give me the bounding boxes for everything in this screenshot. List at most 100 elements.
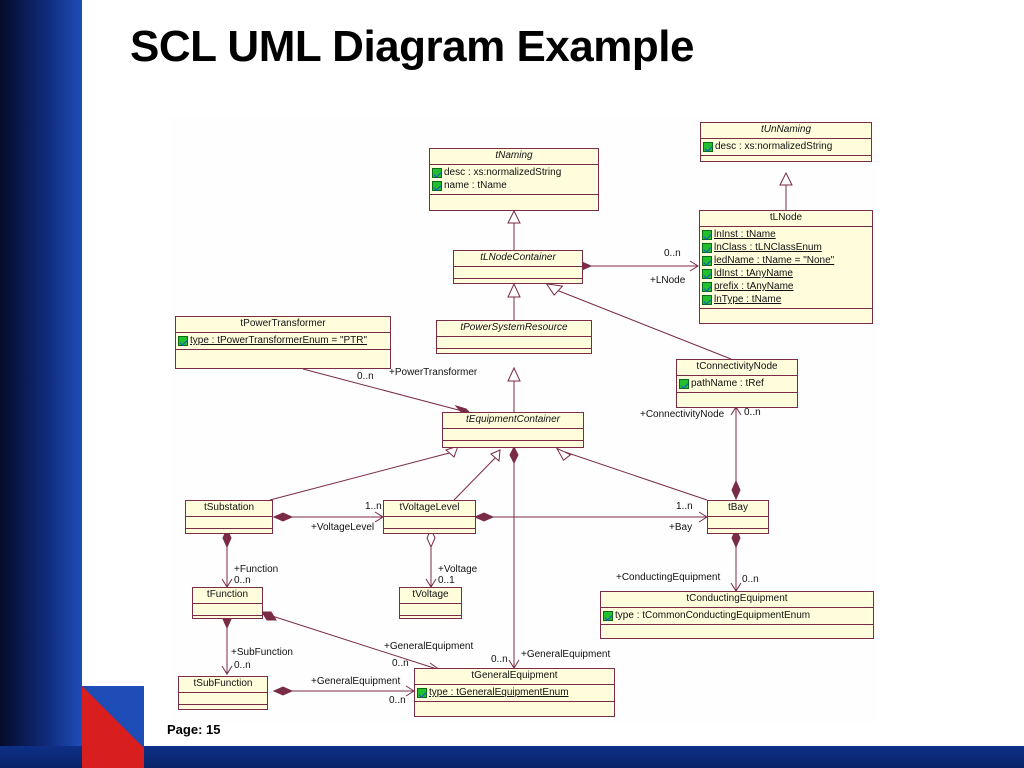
class-tlnode: tLNode lnInst : tName lnClass : tLNClass… bbox=[699, 210, 873, 324]
class-name: tVoltageLevel bbox=[384, 501, 475, 517]
attribute: ldInst : tAnyName bbox=[702, 267, 870, 280]
role-label: +GeneralEquipment bbox=[311, 676, 401, 687]
page-number: Page: 15 bbox=[167, 722, 221, 737]
attribute: name : tName bbox=[432, 179, 596, 192]
class-attributes bbox=[193, 604, 262, 616]
class-tconnectivitynode: tConnectivityNode pathName : tRef bbox=[676, 359, 798, 408]
multiplicity-label: 0..1 bbox=[438, 575, 455, 586]
class-attributes bbox=[437, 337, 591, 349]
class-tlnodecontainer: tLNodeContainer bbox=[453, 250, 583, 284]
class-operations bbox=[601, 625, 873, 631]
role-label: +VoltageLevel bbox=[311, 522, 375, 533]
class-operations bbox=[454, 279, 582, 285]
role-label: +SubFunction bbox=[231, 647, 293, 658]
class-attributes bbox=[443, 429, 583, 441]
class-tunnaming: tUnNaming desc : xs:normalizedString bbox=[700, 122, 872, 162]
assoc-ge1 bbox=[268, 614, 441, 671]
attribute-icon bbox=[679, 378, 689, 389]
class-tpowertransformer: tPowerTransformer type : tPowerTransform… bbox=[175, 316, 391, 369]
logo-area bbox=[843, 0, 1013, 76]
multiplicity-label: 0..n bbox=[389, 695, 406, 706]
attribute: ledName : tName = "None" bbox=[702, 254, 870, 267]
class-name: tGeneralEquipment bbox=[415, 669, 614, 685]
class-operations bbox=[708, 529, 768, 535]
attribute-icon bbox=[603, 610, 613, 621]
attribute: type : tCommonConductingEquipmentEnum bbox=[603, 609, 871, 622]
class-operations bbox=[437, 349, 591, 355]
class-operations bbox=[176, 350, 390, 356]
attribute: desc : xs:normalizedString bbox=[703, 140, 869, 153]
class-operations bbox=[400, 616, 461, 622]
class-operations bbox=[700, 309, 872, 315]
role-label: +Voltage bbox=[438, 564, 478, 575]
class-name: tUnNaming bbox=[701, 123, 871, 139]
class-attributes: type : tGeneralEquipmentEnum bbox=[415, 685, 614, 702]
role-label: +LNode bbox=[650, 275, 686, 286]
role-label: +GeneralEquipment bbox=[521, 649, 611, 660]
gen-cn-lnodecontainer bbox=[553, 288, 732, 360]
class-tfunction: tFunction bbox=[192, 587, 263, 619]
class-operations bbox=[193, 616, 262, 622]
class-name: tVoltage bbox=[400, 588, 461, 604]
multiplicity-label: 0..n bbox=[234, 575, 251, 586]
class-tnaming: tNaming desc : xs:normalizedString name … bbox=[429, 148, 599, 211]
attribute: pathName : tRef bbox=[679, 377, 795, 390]
class-operations bbox=[677, 393, 797, 399]
role-label: +Bay bbox=[669, 522, 693, 533]
class-tconductingequipment: tConductingEquipment type : tCommonCondu… bbox=[600, 591, 874, 639]
class-attributes bbox=[186, 517, 272, 529]
class-attributes bbox=[384, 517, 475, 529]
multiplicity-label: 0..n bbox=[491, 654, 508, 665]
class-operations bbox=[186, 529, 272, 535]
left-decorative-band bbox=[0, 0, 82, 768]
class-tbay: tBay bbox=[707, 500, 769, 534]
class-tsubstation: tSubstation bbox=[185, 500, 273, 534]
attribute: prefix : tAnyName bbox=[702, 280, 870, 293]
attribute-icon bbox=[703, 141, 713, 152]
multiplicity-label: 0..n bbox=[742, 574, 759, 585]
class-tsubfunction: tSubFunction bbox=[178, 676, 268, 710]
assoc-pt bbox=[302, 368, 467, 413]
attribute-icon bbox=[702, 294, 712, 305]
attribute: lnType : tName bbox=[702, 293, 870, 306]
class-tequipmentcontainer: tEquipmentContainer bbox=[442, 412, 584, 448]
role-label: +ConnectivityNode bbox=[640, 409, 725, 420]
role-label: +PowerTransformer bbox=[389, 367, 478, 378]
class-tpowersystemresource: tPowerSystemResource bbox=[436, 320, 592, 354]
role-label: +Function bbox=[234, 564, 279, 575]
role-label: +GeneralEquipment bbox=[384, 641, 474, 652]
attribute: desc : xs:normalizedString bbox=[432, 166, 596, 179]
gen-vl-eqc bbox=[453, 455, 498, 501]
class-tgeneralequipment: tGeneralEquipment type : tGeneralEquipme… bbox=[414, 668, 615, 717]
multiplicity-label: 0..n bbox=[357, 371, 374, 382]
class-name: tPowerSystemResource bbox=[437, 321, 591, 337]
class-operations bbox=[179, 705, 267, 711]
multiplicity-label: 0..n bbox=[664, 248, 681, 259]
class-name: tEquipmentContainer bbox=[443, 413, 583, 429]
attribute: type : tPowerTransformerEnum = "PTR" bbox=[178, 334, 388, 347]
class-name: tFunction bbox=[193, 588, 262, 604]
attribute-icon bbox=[702, 242, 712, 253]
attribute: lnClass : tLNClassEnum bbox=[702, 241, 870, 254]
attribute-icon bbox=[432, 167, 442, 178]
class-attributes bbox=[708, 517, 768, 529]
gen-bay-eqc bbox=[564, 451, 708, 501]
class-operations bbox=[384, 529, 475, 535]
class-name: tSubstation bbox=[186, 501, 272, 517]
gen-sub-eqc bbox=[269, 451, 454, 501]
class-attributes bbox=[400, 604, 461, 616]
attribute: type : tGeneralEquipmentEnum bbox=[417, 686, 612, 699]
attribute-icon bbox=[702, 229, 712, 240]
multiplicity-label: 1..n bbox=[365, 501, 382, 512]
class-operations bbox=[430, 195, 598, 201]
attribute: lnInst : tName bbox=[702, 228, 870, 241]
attribute-icon bbox=[702, 255, 712, 266]
role-label: +ConductingEquipment bbox=[616, 572, 721, 583]
class-attributes bbox=[179, 693, 267, 705]
multiplicity-label: 0..n bbox=[744, 407, 761, 418]
class-name: tConductingEquipment bbox=[601, 592, 873, 608]
attribute-icon bbox=[702, 268, 712, 279]
class-attributes: pathName : tRef bbox=[677, 376, 797, 393]
red-corner-wedge bbox=[82, 686, 144, 768]
diagram-connectors bbox=[221, 171, 793, 697]
